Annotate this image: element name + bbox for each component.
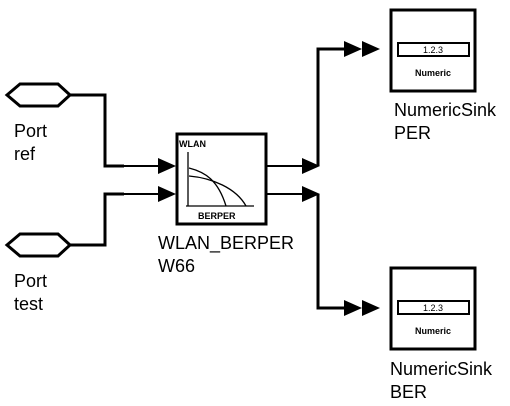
arrow-test-in (158, 186, 176, 202)
arrow-per-2 (362, 41, 380, 57)
berper-instance-id: W66 (158, 256, 195, 276)
wire-port-ref[interactable] (70, 93, 124, 168)
berper-icon-caption: BERPER (198, 211, 236, 221)
arrow-ber-2 (362, 300, 380, 316)
port-test[interactable]: Port test (4, 232, 73, 314)
arrow-out-lower (302, 186, 320, 202)
arrow-out-upper (302, 158, 320, 174)
port-test-name: Port (14, 271, 47, 291)
port-test-icon[interactable] (4, 232, 73, 258)
sink-per-id: PER (394, 123, 431, 143)
berper-frame[interactable] (175, 132, 268, 226)
numeric-sink-per[interactable]: 1.2.3 Numeric NumericSink PER (389, 8, 497, 143)
arrowheads (158, 41, 380, 316)
sink-ber-display-value: 1.2.3 (423, 303, 443, 313)
wire-port-test[interactable] (70, 192, 124, 247)
berper-instance-name: WLAN_BERPER (158, 233, 294, 254)
arrow-per-1 (344, 41, 362, 57)
arrow-ref-in (158, 158, 176, 174)
wire-to-ber-sink[interactable] (316, 194, 344, 310)
sink-per-name: NumericSink (394, 100, 497, 120)
sink-ber-caption: Numeric (415, 326, 451, 336)
port-test-id: test (14, 294, 43, 314)
sink-per-display-value: 1.2.3 (423, 45, 443, 55)
berper-icon-title: WLAN (179, 139, 206, 149)
wire-to-per-sink[interactable] (316, 47, 344, 166)
port-ref-name: Port (14, 121, 47, 141)
wlan-berper-block[interactable]: WLAN BERPER WLAN_BERPER W66 (158, 132, 294, 276)
arrow-ber-1 (344, 300, 362, 316)
wires (70, 47, 344, 310)
ber-curve-icon (186, 152, 254, 207)
sink-ber-id: BER (390, 382, 427, 402)
port-ref-icon[interactable] (4, 82, 73, 108)
numeric-sink-ber[interactable]: 1.2.3 Numeric NumericSink BER (389, 266, 493, 402)
port-ref-id: ref (14, 144, 36, 164)
sink-per-display (397, 42, 470, 57)
sink-per-caption: Numeric (415, 68, 451, 78)
sink-ber-name: NumericSink (390, 359, 493, 379)
sink-ber-display (397, 300, 470, 315)
port-ref[interactable]: Port ref (4, 82, 73, 164)
